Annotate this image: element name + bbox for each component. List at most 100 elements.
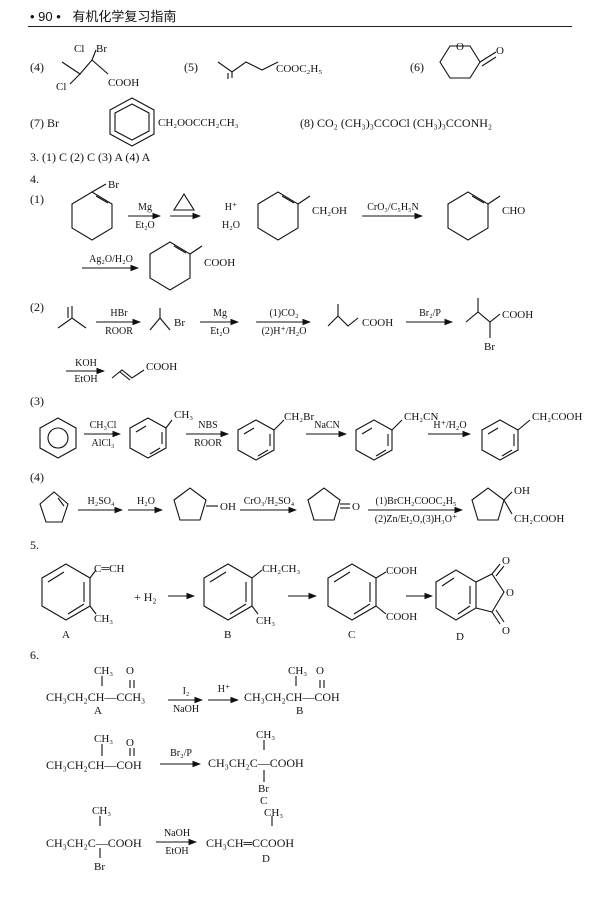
s5-b-ethyl: CH₂CH₃ bbox=[262, 563, 301, 575]
s4-3-label: (3) bbox=[30, 394, 44, 408]
struct-4-2-isobutylene bbox=[57, 306, 87, 329]
struct-4-3-acid bbox=[481, 419, 531, 461]
struct-4-1-start bbox=[71, 183, 113, 241]
s6-l3-ch3: CH₃ bbox=[92, 805, 112, 817]
s4-2-arrow5-top: KOH bbox=[75, 358, 97, 369]
struct-4-2-acid bbox=[327, 304, 359, 327]
s6-l1-p-main: CH₃CH₂CH—COH bbox=[244, 690, 340, 704]
s4-3-arrow1-bot: AlCl₃ bbox=[91, 438, 115, 449]
section-6-title: 6. bbox=[30, 648, 39, 662]
struct-4-3-benzyl-bromide bbox=[237, 419, 285, 461]
struct-5-B bbox=[203, 563, 263, 621]
s4-3-arrow4-top: H⁺/H₂O bbox=[433, 420, 467, 431]
s4-4-o: O bbox=[352, 501, 360, 513]
item-7-number: (7) Br bbox=[30, 116, 59, 130]
s4-4-arrow1-top: H₂SO₄ bbox=[87, 496, 115, 507]
item-4-number: (4) bbox=[30, 60, 44, 74]
s6-l2-ch3: CH₃ bbox=[94, 733, 114, 745]
s4-3-arrow2-top: NBS bbox=[198, 420, 218, 431]
struct-4-3-nitrile bbox=[355, 419, 403, 461]
s5-a-ch3: CH₃ bbox=[94, 613, 114, 625]
s5-d-label: D bbox=[456, 631, 464, 643]
item-7-substituent: CH₂OOCCH₂CH₃ bbox=[158, 117, 239, 129]
s6-l2-arrow-top: Br₂/P bbox=[170, 748, 192, 759]
s5-a-vinyl: C═CH bbox=[94, 563, 125, 575]
s4-4-arrow4-bot: (2)Zn/Et₂O,(3)H₃O⁺ bbox=[374, 514, 458, 525]
s6-l2-p-br: Br bbox=[258, 783, 269, 795]
s4-3-ch2cooh: CH₂COOH bbox=[532, 411, 583, 423]
s6-l1-p-o: O bbox=[316, 665, 324, 677]
s4-1-arrow1-bot: Et₂O bbox=[135, 220, 155, 231]
s4-3-ch3: CH₃ bbox=[174, 409, 194, 421]
struct-4-2-bromoacid bbox=[465, 298, 501, 338]
s5-plus-h2: + H₂ bbox=[134, 590, 157, 604]
s5-c-label: C bbox=[348, 629, 356, 641]
s6-l3-p-main: CH₃CH═CCOOH bbox=[206, 836, 295, 850]
s6-l2-p-ch3: CH₃ bbox=[256, 729, 276, 741]
s5-d-o2: O bbox=[506, 587, 514, 599]
struct-4-1-alcohol bbox=[257, 191, 311, 241]
s6-l1-p-ch3: CH₃ bbox=[288, 665, 308, 677]
s4-2-arrow5-bot: EtOH bbox=[74, 374, 98, 385]
struct-6-lactone bbox=[439, 45, 497, 79]
struct-4-4-product bbox=[471, 487, 513, 521]
s4-4-ch2cooh: CH₂COOH bbox=[514, 513, 565, 525]
s4-1-cho: CHO bbox=[502, 205, 526, 217]
s4-1-arrow3-top: CrO₃/C₅H₅N bbox=[367, 202, 419, 213]
s6-l1-arrow1-top: I₂ bbox=[182, 686, 190, 697]
epoxide bbox=[173, 192, 195, 211]
struct-4-4-cyclopentene bbox=[39, 491, 69, 523]
page-header: • 90 • 有机化学复习指南 bbox=[30, 6, 176, 25]
s5-a-label: A bbox=[62, 629, 70, 641]
page-number: • 90 • bbox=[30, 9, 61, 24]
s4-2-arrow1-top: HBr bbox=[110, 308, 128, 319]
item-6-number: (6) bbox=[410, 60, 424, 74]
s4-4-arrow4-top: (1)BrCH₂COOC₂H₅ bbox=[375, 496, 457, 507]
s4-2-cooh: COOH bbox=[362, 317, 394, 329]
s4-2-arrow2-top: Mg bbox=[213, 308, 227, 319]
s6-l1-ch3: CH₃ bbox=[94, 665, 114, 677]
s4-1-cooh: COOH bbox=[204, 257, 236, 269]
s4-4-label: (4) bbox=[30, 470, 44, 484]
s4-2-arrow3-top: (1)CO₂ bbox=[269, 308, 299, 319]
s5-c-cooh1: COOH bbox=[386, 565, 418, 577]
s4-3-arrow3-top: NaCN bbox=[314, 420, 340, 431]
s4-2-cooh3: COOH bbox=[146, 361, 178, 373]
struct-4-3-toluene bbox=[129, 417, 173, 459]
s4-1-arrow4-top: Ag₂O/H₂O bbox=[89, 254, 133, 265]
struct-5-A bbox=[41, 563, 97, 621]
s4-2-cooh2: COOH bbox=[502, 309, 534, 321]
struct-5-C bbox=[327, 563, 387, 621]
s6-l3-p-ch3: CH₃ bbox=[264, 807, 284, 819]
s4-2-arrow1-bot: ROOR bbox=[105, 326, 133, 337]
book-title: 有机化学复习指南 bbox=[72, 9, 177, 24]
item-6-carbonyl-o: O bbox=[496, 45, 504, 57]
item-4-cooh: COOH bbox=[108, 77, 140, 89]
s5-d-o1: O bbox=[502, 555, 510, 567]
s4-2-arrow4-top: Br₂/P bbox=[419, 308, 441, 319]
s4-2-br2: Br bbox=[484, 341, 495, 353]
struct-4-1-acid bbox=[149, 241, 203, 291]
s4-1-arrow1-top: Mg bbox=[138, 202, 152, 213]
s6-l1-arrow1-bot: NaOH bbox=[172, 704, 200, 715]
item-5-ester: COOC₂H₅ bbox=[276, 63, 323, 75]
s4-2-arrow2-bot: Et₂O bbox=[210, 326, 230, 337]
s6-l1-b: B bbox=[296, 705, 304, 717]
item-8-text: (8) CO₂ (CH₃)₃CCOCl (CH₃)₃CCONH₂ bbox=[300, 116, 493, 130]
struct-4-skeleton bbox=[61, 49, 109, 85]
struct-4-2-bromide bbox=[149, 308, 171, 331]
s4-1-ch2oh: CH₂OH bbox=[312, 205, 348, 217]
s4-2-arrow3-bot: (2)H⁺/H₂O bbox=[261, 326, 307, 337]
s4-2-br: Br bbox=[174, 317, 185, 329]
s5-d-o3: O bbox=[502, 625, 510, 637]
s4-3-ch2cn: CH₂CN bbox=[404, 411, 439, 423]
s6-l3-main: CH₃CH₂C—COOH bbox=[46, 836, 142, 850]
item-6-ring-o: O bbox=[456, 41, 464, 53]
s4-4-oh: OH bbox=[220, 501, 236, 513]
item-4-cl: Cl bbox=[74, 43, 85, 55]
s4-1-br: Br bbox=[108, 179, 119, 191]
s6-l3-arrow-bot: EtOH bbox=[165, 846, 189, 857]
s5-b-ch3: CH₃ bbox=[256, 615, 276, 627]
